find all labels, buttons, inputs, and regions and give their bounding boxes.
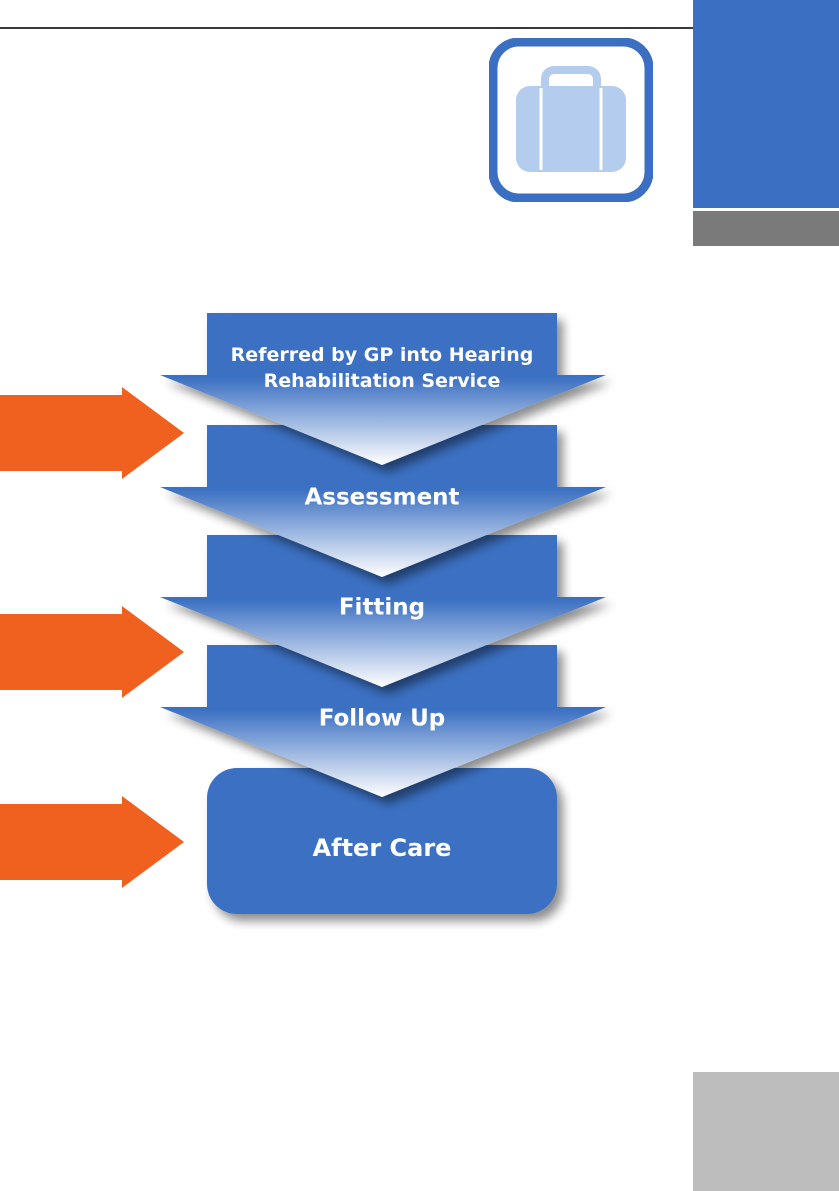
flow-step-label: Assessment: [304, 484, 459, 510]
flow-step-label: Follow Up: [319, 705, 446, 731]
pointer-arrows: [0, 387, 184, 888]
arrow-right-icon: [0, 796, 184, 888]
flow-step-label: Rehabilitation Service: [264, 370, 501, 392]
final-step-label: After Care: [313, 834, 452, 862]
flow-steps: Follow Up Fitting Assessment Referred by GP…: [160, 313, 606, 797]
flow-step-label: Fitting: [339, 594, 425, 620]
flow-step-label: Referred by GP into Hearing: [231, 344, 534, 366]
arrow-right-icon: [0, 606, 184, 698]
arrow-right-icon: [0, 387, 184, 479]
